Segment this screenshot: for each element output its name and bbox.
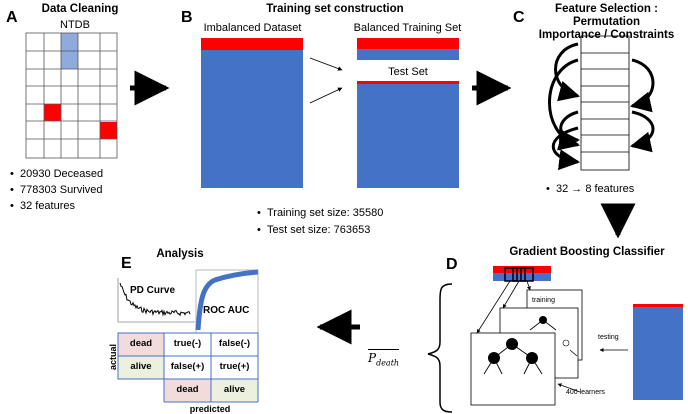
panel-d-title: Gradient Boosting Classifier	[509, 246, 665, 258]
test-set-label: Test Set	[388, 66, 428, 78]
cell-false-neg: false(-)	[218, 338, 251, 349]
ntdb-grid	[25, 32, 118, 159]
gbc-diagram	[470, 266, 628, 406]
panel-c-title-line1: Feature Selection : Permutation	[555, 3, 658, 28]
data-strip-blue	[493, 273, 551, 281]
ntdb-label: NTDB	[60, 19, 90, 31]
col-label-alive: alive	[223, 384, 246, 395]
balanced-deceased-portion	[357, 38, 459, 49]
panel-e-title: Analysis	[156, 248, 204, 260]
cell-true-pos: true(+)	[219, 361, 250, 372]
bullet-feature-reduction: • 32 → 8 features	[546, 183, 635, 195]
testing-label: testing	[598, 334, 619, 341]
imbalanced-deceased-portion	[201, 38, 303, 50]
imbalanced-label: Imbalanced Dataset	[203, 22, 302, 34]
feature-stack	[548, 35, 655, 171]
pd-curve-label: PD Curve	[130, 285, 176, 296]
d-test-set-bar	[633, 304, 683, 400]
bullet-survived: • 778303 Survived	[10, 184, 103, 196]
data-strip-red	[493, 266, 551, 273]
panel-c-title-line2: Importance / Constraints	[538, 29, 675, 41]
bullet-deceased: • 20930 Deceased	[10, 168, 104, 180]
panel-a-title: Data Cleaning	[41, 3, 119, 15]
panel-a-letter: A	[6, 9, 18, 26]
balanced-label: Balanced Training Set	[353, 22, 462, 34]
bullet-features: • 32 features	[10, 200, 76, 212]
panel-b-letter: B	[181, 9, 193, 26]
removed-cell	[44, 104, 61, 121]
d-test-deceased-portion	[633, 304, 683, 307]
roc-auc-label: ROC AUC	[203, 305, 250, 316]
imbalanced-dataset-bar	[201, 38, 303, 188]
col-label-dead: dead	[176, 384, 199, 395]
test-deceased-portion	[357, 81, 459, 84]
predicted-axis-label: predicted	[189, 404, 231, 414]
panel-a-bullets: • 20930 Deceased • 778303 Survived • 32 …	[10, 166, 103, 214]
bullet-test-size: • Test set size: 763653	[257, 224, 371, 236]
training-label: training	[532, 297, 555, 304]
removed-cell	[100, 122, 117, 139]
confusion-matrix	[117, 332, 259, 403]
output-brace	[427, 283, 453, 413]
row-label-dead: dead	[129, 338, 153, 349]
panel-b-bullets: • Training set size: 35580 • Test set si…	[257, 205, 383, 239]
panel-e-letter: E	[121, 255, 132, 272]
p-death-output: Pdeath	[368, 349, 400, 368]
test-set-bar	[357, 81, 459, 188]
bullet-training-size: • Training set size: 35580	[257, 207, 384, 219]
actual-axis-label: actual	[108, 343, 119, 371]
roc-plot	[195, 269, 259, 334]
panel-c-title: Feature Selection : Permutation Importan…	[525, 3, 688, 42]
learners-label: 400 learners	[566, 389, 605, 396]
row-label-alive: alive	[130, 361, 152, 372]
panel-b-title: Training set construction	[266, 3, 404, 15]
panel-d-letter: D	[446, 256, 458, 273]
panel-c-letter: C	[513, 9, 525, 26]
pd-curve-plot	[117, 278, 195, 323]
cell-false-pos: false(+)	[170, 361, 205, 372]
cell-true-neg: true(-)	[173, 338, 202, 349]
arrow-to-test	[309, 87, 343, 104]
arrow-to-balanced	[309, 57, 343, 71]
